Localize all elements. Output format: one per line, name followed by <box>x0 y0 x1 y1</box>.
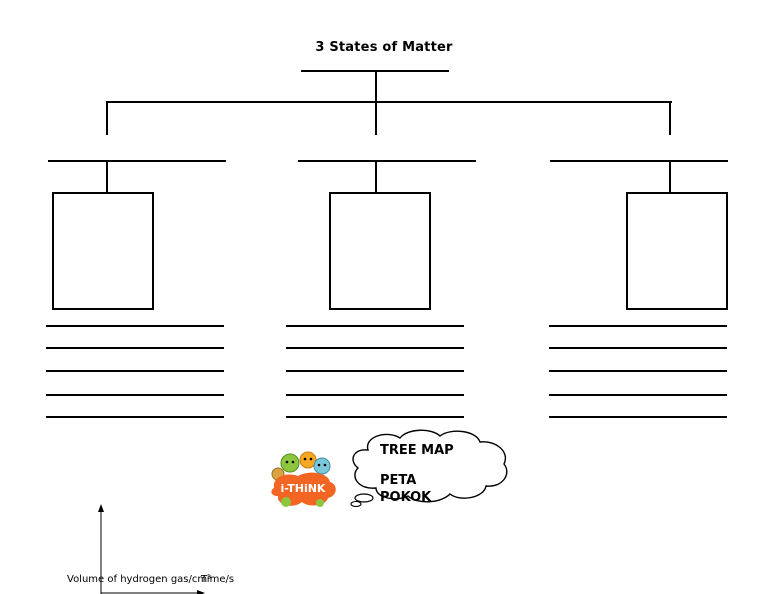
detail-line[interactable] <box>46 416 224 418</box>
detail-line[interactable] <box>286 370 464 372</box>
i-think-logo-icon: i-THiNK <box>268 450 342 512</box>
branch-left-drop <box>106 101 108 135</box>
detail-line[interactable] <box>46 370 224 372</box>
detail-line[interactable] <box>549 347 727 349</box>
trunk-line <box>375 70 377 102</box>
category-heading-line[interactable] <box>48 160 226 162</box>
detail-line[interactable] <box>286 394 464 396</box>
branch-right-drop <box>669 101 671 135</box>
category-connector <box>669 160 671 192</box>
y-axis-label: Volume of hydrogen gas/cm³ <box>67 574 212 585</box>
category-connector <box>106 160 108 192</box>
detail-line[interactable] <box>286 347 464 349</box>
category-heading-line[interactable] <box>298 160 476 162</box>
detail-line[interactable] <box>46 325 224 327</box>
detail-line[interactable] <box>46 347 224 349</box>
detail-line[interactable] <box>549 325 727 327</box>
picture-box[interactable] <box>52 192 154 310</box>
detail-line[interactable] <box>549 370 727 372</box>
cloud-text-peta: PETA <box>380 473 417 488</box>
branch-middle-drop <box>375 101 377 135</box>
cloud-text-tree-map: TREE MAP <box>380 443 454 458</box>
detail-line[interactable] <box>549 416 727 418</box>
tree-map-title: 3 States of Matter <box>315 40 453 55</box>
x-axis-label: Time/s <box>201 574 235 585</box>
picture-box[interactable] <box>626 192 728 310</box>
thought-cloud-icon <box>346 428 512 510</box>
cloud-text-pokok: POKOK <box>380 490 432 505</box>
picture-box[interactable] <box>329 192 431 310</box>
logo-text: i-THiNK <box>281 482 326 495</box>
detail-line[interactable] <box>286 325 464 327</box>
detail-line[interactable] <box>286 416 464 418</box>
detail-line[interactable] <box>46 394 224 396</box>
category-connector <box>375 160 377 192</box>
branch-bar <box>106 101 672 103</box>
detail-line[interactable] <box>549 394 727 396</box>
category-heading-line[interactable] <box>550 160 728 162</box>
